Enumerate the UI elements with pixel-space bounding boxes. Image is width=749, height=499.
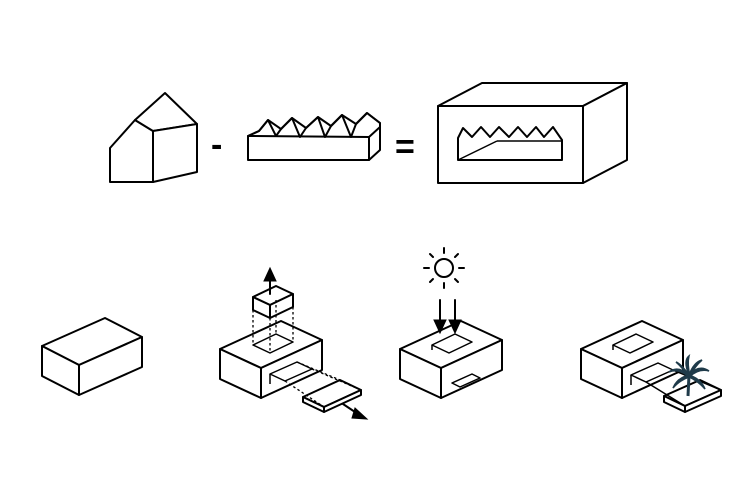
sun-icon xyxy=(423,247,465,289)
palm-tree-icon xyxy=(668,353,710,397)
courtyard-extrusion-icon xyxy=(219,266,369,420)
equals-sign: = xyxy=(395,128,415,166)
solid-block-icon xyxy=(41,317,143,396)
courtyard-garden-icon xyxy=(580,320,722,413)
sunlit-courtyard-icon xyxy=(399,247,503,399)
house-icon xyxy=(109,92,198,183)
minus-sign: - xyxy=(211,126,222,164)
block-with-sawtooth-void-icon xyxy=(437,82,628,184)
sawtooth-roof-icon xyxy=(247,112,381,161)
